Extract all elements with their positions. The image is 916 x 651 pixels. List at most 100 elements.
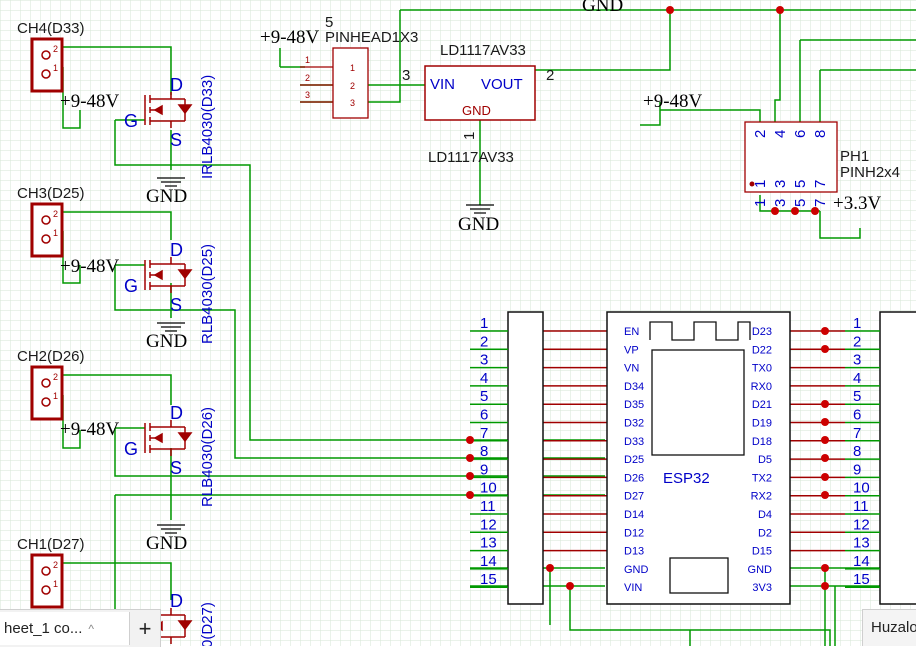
channel-name: CH3(D25)	[17, 185, 85, 202]
esp32-pin-d34: D34	[624, 381, 644, 393]
ground-symbol	[157, 322, 185, 332]
wire-junction	[821, 564, 829, 572]
sheet-tab-bar: heet_1 co... ^ +	[0, 609, 161, 647]
esp32-pin-d33: D33	[624, 436, 644, 448]
esp32-pin-rx0: RX0	[751, 381, 772, 393]
mosfet-source-label: S	[170, 130, 182, 150]
connector-pin-1	[41, 585, 51, 595]
ph1-bottom-outer-pin-7: 7	[812, 199, 829, 207]
pinhead-pin-count: 5	[325, 14, 333, 31]
left-header-pin-9: 9	[480, 461, 488, 478]
mosfet-symbol[interactable]	[144, 257, 193, 293]
right-header-pin-10: 10	[853, 480, 870, 497]
wire-junction	[821, 400, 829, 408]
connector-body[interactable]	[30, 365, 64, 421]
sheet-tab[interactable]: heet_1 co... ^	[0, 612, 130, 645]
wire-junction	[546, 564, 554, 572]
channel-1[interactable]: CH1(D27)21+9-48VDB4030(D27)	[17, 536, 216, 651]
mosfet-symbol[interactable]	[144, 420, 193, 456]
regulator-ground-symbol	[466, 204, 494, 214]
esp32-name: ESP32	[663, 470, 710, 487]
esp32-pin-d2: D2	[758, 527, 772, 539]
mosfet-source-label: S	[170, 295, 182, 315]
connector-body[interactable]	[30, 37, 64, 93]
connector-body[interactable]	[30, 202, 64, 258]
wire-junction	[776, 6, 784, 14]
channel-name: CH1(D27)	[17, 536, 85, 553]
esp32-pin-d23: D23	[752, 326, 772, 338]
connector-pin-2	[41, 566, 51, 576]
right-header-pin-4: 4	[853, 370, 861, 387]
esp32-pin-d14: D14	[624, 509, 644, 521]
connector-pin-2-label: 2	[53, 560, 58, 570]
add-sheet-button[interactable]: +	[138, 615, 152, 641]
ground-label: GND	[146, 186, 187, 207]
wire-junction	[791, 207, 799, 215]
supply-label: +9-48V	[60, 256, 120, 277]
mosfet-arrow	[153, 104, 163, 116]
pinhead-pin-2: 2	[305, 73, 310, 83]
mosfet-symbol[interactable]	[144, 92, 193, 128]
right-header-pin-1: 1	[853, 315, 861, 332]
connector-body[interactable]	[30, 553, 64, 609]
mosfet-drain-label: D	[170, 591, 183, 611]
regulator-ld1117[interactable]: LD1117AV33 VIN VOUT GND 3 2 1 LD1117AV33…	[402, 42, 554, 235]
connector-pin-2	[41, 378, 51, 388]
right-header-pin-13: 13	[853, 535, 870, 552]
right-header-pin-5: 5	[853, 388, 861, 405]
connector-pin-1	[41, 234, 51, 244]
left-header-pin-14: 14	[480, 553, 497, 570]
left-header-pin-13: 13	[480, 535, 497, 552]
right-panel-tab[interactable]: Huzalo	[862, 609, 916, 646]
mosfet-gate-label: G	[124, 439, 138, 459]
mosfet-part-label: RLB4030(D26)	[199, 407, 216, 507]
pinhead-supply-label: +9-48V	[260, 27, 320, 48]
pinhead-inner-1: 1	[350, 63, 355, 73]
connector-pin-2-label: 2	[53, 209, 58, 219]
ph1-top-pin-8: 8	[812, 130, 829, 138]
esp32-pin-d21: D21	[752, 399, 772, 411]
regulator-name-bottom: LD1117AV33	[428, 149, 514, 166]
left-header-pin-1: 1	[480, 315, 488, 332]
wire-junction	[666, 6, 674, 14]
connector-pin-1-label: 1	[53, 228, 58, 238]
wire-junction	[771, 207, 779, 215]
mosfet-part-label: RLB4030(D25)	[199, 244, 216, 344]
wire-junction	[466, 436, 474, 444]
left-header-pin-15: 15	[480, 571, 497, 588]
connector-pin-1-label: 1	[53, 579, 58, 589]
right-header-pin-9: 9	[853, 461, 861, 478]
ground-symbol	[157, 524, 185, 534]
esp32-pin-vp: VP	[624, 344, 639, 356]
supply-label: +9-48V	[60, 91, 120, 112]
pinhead-inner-3: 3	[350, 98, 355, 108]
esp32-pin-3v3: 3V3	[752, 582, 772, 594]
sheet-tab-label: heet_1 co...	[4, 620, 83, 637]
left-header-pin-7: 7	[480, 425, 488, 442]
left-header-pin-4: 4	[480, 370, 488, 387]
pinhead-inner-2: 2	[350, 81, 355, 91]
esp32-pin-gnd: GND	[748, 564, 773, 576]
connector-pin-2	[41, 50, 51, 60]
left-header-pin-11: 11	[480, 498, 496, 515]
pinhead-name: PINHEAD1X3	[325, 29, 418, 46]
ph1-bottom-pin-5: 5	[792, 180, 809, 188]
wire-junction	[821, 418, 829, 426]
regulator-gnd-label: GND	[458, 214, 499, 235]
ph1-bottom-outer-pin-3: 3	[772, 199, 789, 207]
chevron-up-icon[interactable]: ^	[88, 621, 95, 636]
pinhead-1x3[interactable]: +9-48V 5 PINHEAD1X3 1 2 3 1 2 3	[260, 14, 418, 119]
connector-pin-1	[41, 397, 51, 407]
mosfet-gate-label: G	[124, 111, 138, 131]
connector-pin-1-label: 1	[53, 63, 58, 73]
wire-junction	[811, 207, 819, 215]
